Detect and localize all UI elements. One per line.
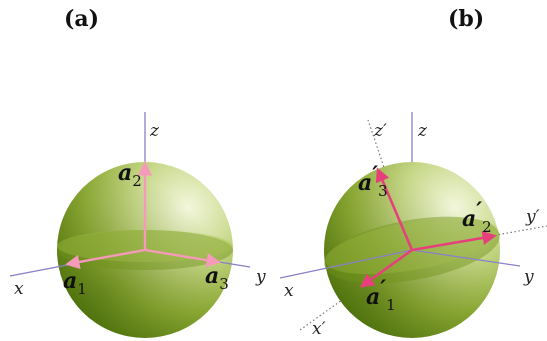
panel-b-equator-top bbox=[325, 217, 499, 275]
panel-b-zprime-label: z′ bbox=[373, 121, 387, 141]
panel-a-label: (a) bbox=[64, 6, 99, 32]
panel-b-a3prime-label: a′3 bbox=[358, 162, 388, 200]
panel-b-y-label: y bbox=[523, 267, 534, 287]
panel-a-a1-label: a1 bbox=[63, 268, 87, 298]
panel-a-x-label: x bbox=[14, 279, 24, 299]
panel-a-a3-label: a3 bbox=[205, 263, 229, 293]
panel-b-x-axis bbox=[279, 249, 413, 279]
panel-b: (b) z x y z′ y′ x′ a′3 a′2 a′1 bbox=[279, 6, 547, 339]
panel-b-label: (b) bbox=[448, 6, 484, 32]
panel-b-yprime-label: y′ bbox=[525, 207, 540, 227]
panel-b-vector-a2prime bbox=[411, 230, 497, 252]
panel-a-vector-a1 bbox=[65, 248, 146, 270]
panel-a-z-label: z bbox=[149, 121, 160, 141]
panel-a-y-label: y bbox=[255, 267, 266, 287]
panel-b-vector-a3prime bbox=[375, 167, 414, 251]
panel-a-vector-a3 bbox=[144, 248, 221, 268]
panel-b-vector-a1prime bbox=[359, 248, 413, 288]
panel-b-y-axis bbox=[411, 249, 521, 267]
panel-b-xprime-label: x′ bbox=[312, 319, 326, 339]
panel-a-a2-label: a2 bbox=[118, 160, 142, 190]
panel-a: (a) z x y a2 a1 a3 bbox=[9, 6, 266, 338]
panel-b-a1prime-label: a′1 bbox=[366, 276, 396, 314]
panel-b-x-label: x bbox=[284, 281, 294, 301]
panel-b-a2prime-label: a′2 bbox=[462, 198, 492, 236]
panel-b-z-label: z bbox=[417, 121, 428, 141]
